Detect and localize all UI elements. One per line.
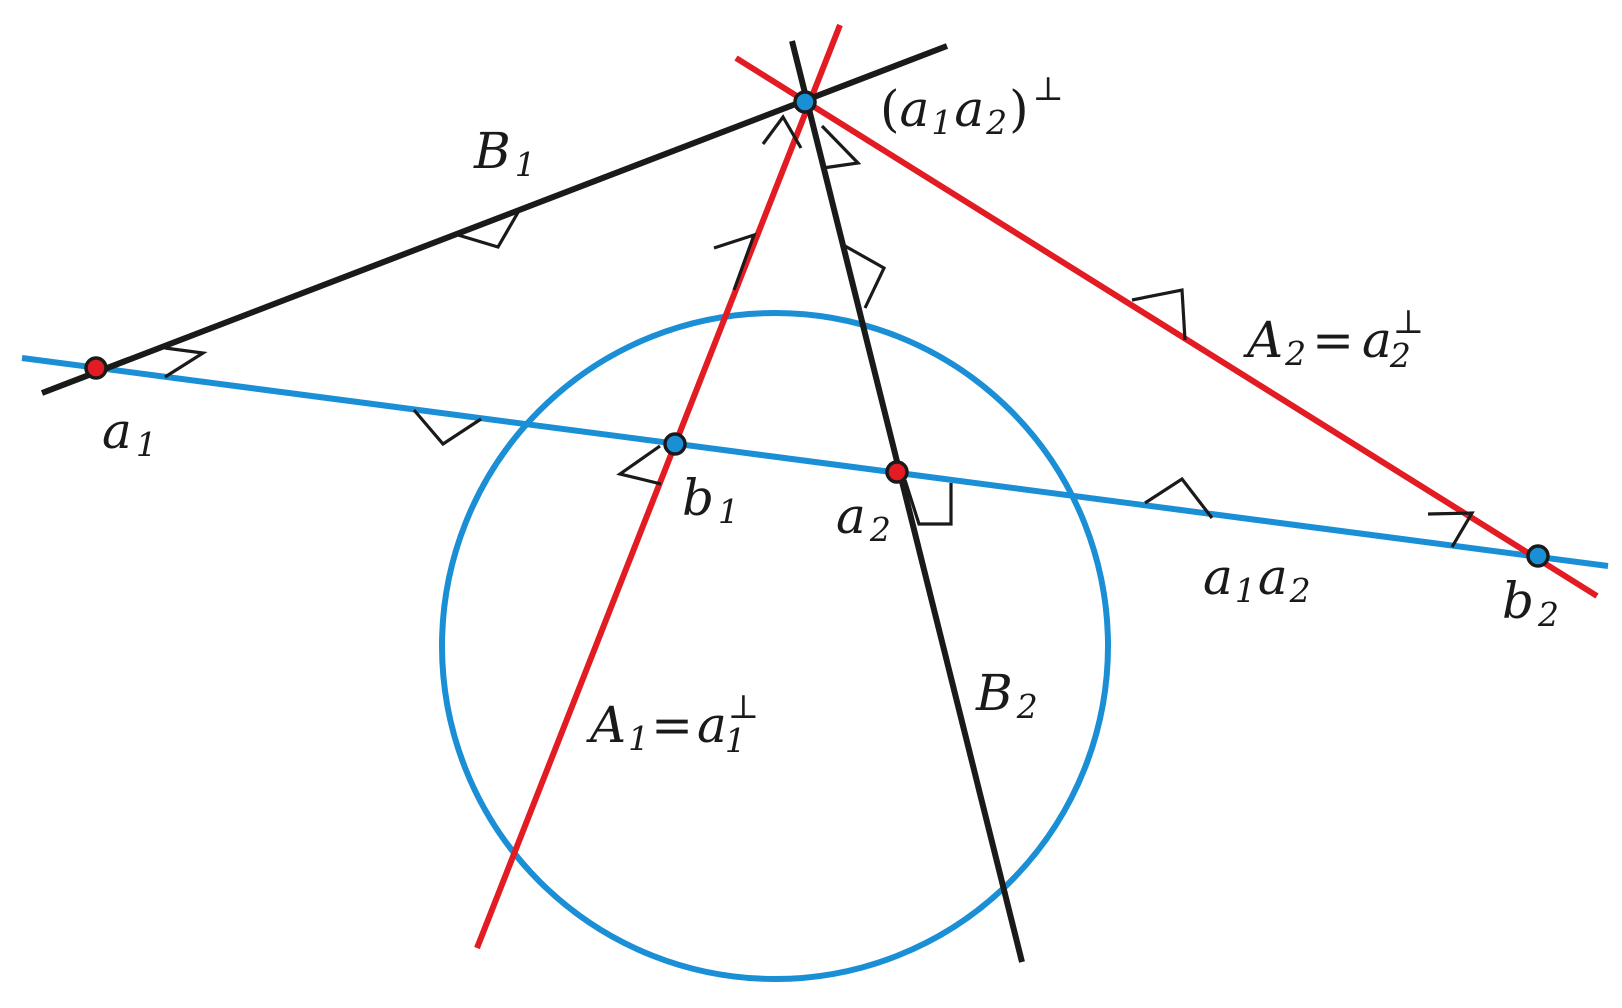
- label-A1-equation: A1=a1⊥: [586, 687, 759, 760]
- right-angle-icon: [1427, 511, 1475, 548]
- label-a1a2: a1a2: [1203, 548, 1311, 610]
- line-A2: [734, 55, 1599, 599]
- point-pole: [793, 90, 817, 114]
- line-a1a2: [21, 355, 1609, 569]
- label-pole: (a1a2)⊥: [880, 69, 1064, 142]
- right-angle-icon: [844, 244, 887, 309]
- right-angle-icon: [616, 444, 662, 486]
- line-B2: [789, 40, 1025, 963]
- right-angle-icon: [412, 408, 482, 447]
- right-angle-icon: [1131, 288, 1187, 341]
- line-A1: [474, 23, 843, 950]
- right-angle-icon: [903, 479, 953, 526]
- point-b2: [1526, 544, 1550, 568]
- right-angle-icon: [164, 346, 208, 379]
- right-angle-icon: [457, 208, 522, 249]
- point-b1: [663, 432, 687, 456]
- right-angle-icon: [761, 114, 803, 149]
- blue-circle: [439, 310, 1111, 982]
- point-a2: [885, 460, 909, 484]
- label-A2-equation: A2=a2⊥: [1243, 302, 1424, 375]
- right-angle-icon: [1144, 476, 1214, 519]
- right-angle-icon: [713, 232, 757, 291]
- right-angle-icon: [820, 124, 862, 170]
- point-a1: [84, 356, 108, 380]
